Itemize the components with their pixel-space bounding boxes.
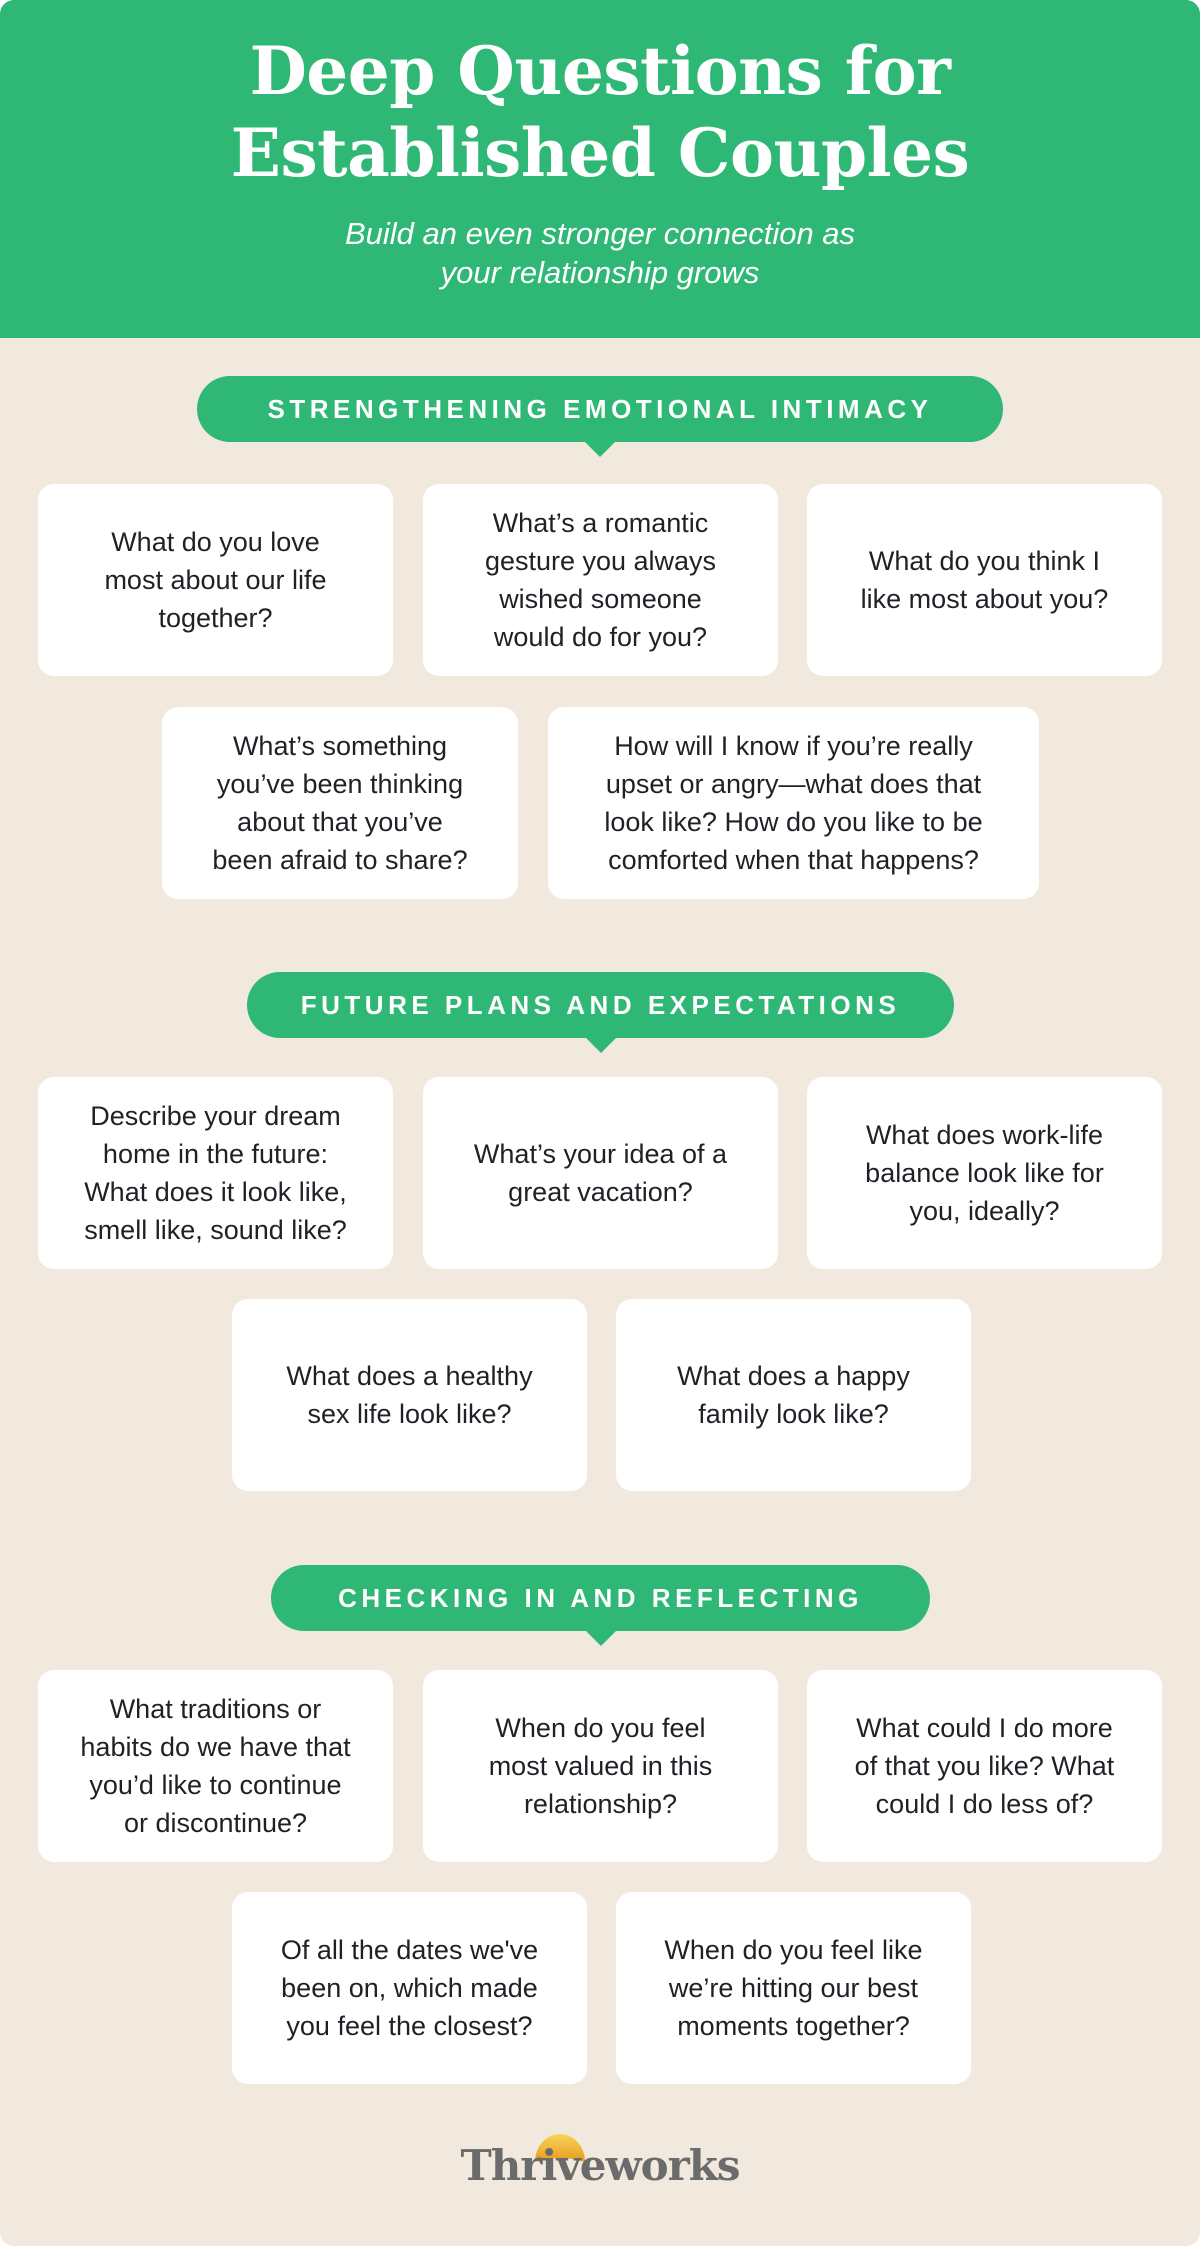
page-title: Deep Questions for Established Couples	[0, 30, 1200, 194]
section-heading-checking-in: CHECKING IN AND REFLECTING	[271, 1565, 930, 1646]
thriveworks-logo: Thriveworks	[460, 2126, 741, 2196]
question-text: What do you think I like most about you?	[860, 546, 1109, 614]
question-text: What do you love most about our life tog…	[104, 527, 327, 633]
question-card: When do you feel most valued in this rel…	[423, 1670, 778, 1862]
question-text: When do you feel like we’re hitting our …	[664, 1935, 923, 2041]
logo-wordmark: Thriveworks	[460, 2141, 740, 2190]
question-card: What’s your idea of a great vacation?	[423, 1077, 778, 1269]
question-text: Of all the dates we've been on, which ma…	[280, 1935, 539, 2041]
question-card: What’s a romantic gesture you always wis…	[423, 484, 778, 676]
question-text: What does a healthy sex life look like?	[286, 1361, 533, 1429]
question-card: What does a healthy sex life look like?	[232, 1299, 587, 1491]
question-text: What could I do more of that you like? W…	[854, 1713, 1115, 1819]
section-heading-emotional-intimacy: STRENGTHENING EMOTIONAL INTIMACY	[197, 376, 1003, 457]
question-text: How will I know if you’re really upset o…	[604, 731, 983, 875]
section-heading-label: FUTURE PLANS AND EXPECTATIONS	[300, 989, 901, 1020]
question-text: Describe your dream home in the future: …	[84, 1101, 347, 1245]
speech-tail-icon	[584, 1630, 617, 1646]
question-card: What could I do more of that you like? W…	[807, 1670, 1162, 1862]
question-text: What traditions or habits do we have tha…	[80, 1694, 351, 1838]
title-line-2: Established Couples	[230, 114, 970, 192]
question-card: Of all the dates we've been on, which ma…	[232, 1892, 587, 2084]
section-heading-future-plans: FUTURE PLANS AND EXPECTATIONS	[247, 972, 954, 1053]
speech-tail-icon	[584, 1037, 617, 1053]
question-text: What’s a romantic gesture you always wis…	[484, 508, 717, 652]
section-heading-label: STRENGTHENING EMOTIONAL INTIMACY	[267, 393, 933, 424]
subtitle-line-2: your relationship grows	[440, 255, 760, 290]
section-heading-label: CHECKING IN AND REFLECTING	[338, 1582, 863, 1613]
question-card: What do you think I like most about you?	[807, 484, 1162, 676]
question-text: What’s your idea of a great vacation?	[473, 1139, 728, 1207]
header-banner: Deep Questions for Established Couples B…	[0, 0, 1200, 338]
question-text: What’s something you’ve been thinking ab…	[212, 731, 468, 875]
question-card: What do you love most about our life tog…	[38, 484, 393, 676]
question-card: What traditions or habits do we have tha…	[38, 1670, 393, 1862]
question-card: When do you feel like we’re hitting our …	[616, 1892, 971, 2084]
question-card: What does work-life balance look like fo…	[807, 1077, 1162, 1269]
question-card: Describe your dream home in the future: …	[38, 1077, 393, 1269]
question-card: What does a happy family look like?	[616, 1299, 971, 1491]
question-card: What’s something you’ve been thinking ab…	[162, 707, 518, 899]
question-text: What does work-life balance look like fo…	[865, 1120, 1104, 1226]
question-text: What does a happy family look like?	[677, 1361, 910, 1429]
title-line-1: Deep Questions for	[249, 32, 951, 110]
subtitle-line-1: Build an even stronger connection as	[344, 216, 856, 251]
question-text: When do you feel most valued in this rel…	[488, 1713, 713, 1819]
question-card: How will I know if you’re really upset o…	[548, 707, 1039, 899]
sun-icon	[535, 2134, 585, 2162]
speech-tail-icon	[584, 441, 616, 457]
page-subtitle: Build an even stronger connection as you…	[0, 214, 1200, 292]
